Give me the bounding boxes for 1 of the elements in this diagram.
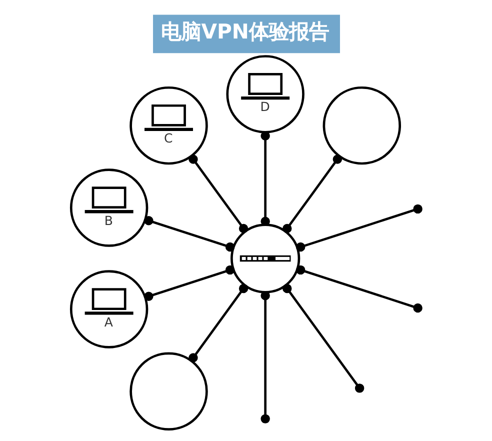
diagram-title: 电脑VPN体验报告 (160, 19, 328, 44)
